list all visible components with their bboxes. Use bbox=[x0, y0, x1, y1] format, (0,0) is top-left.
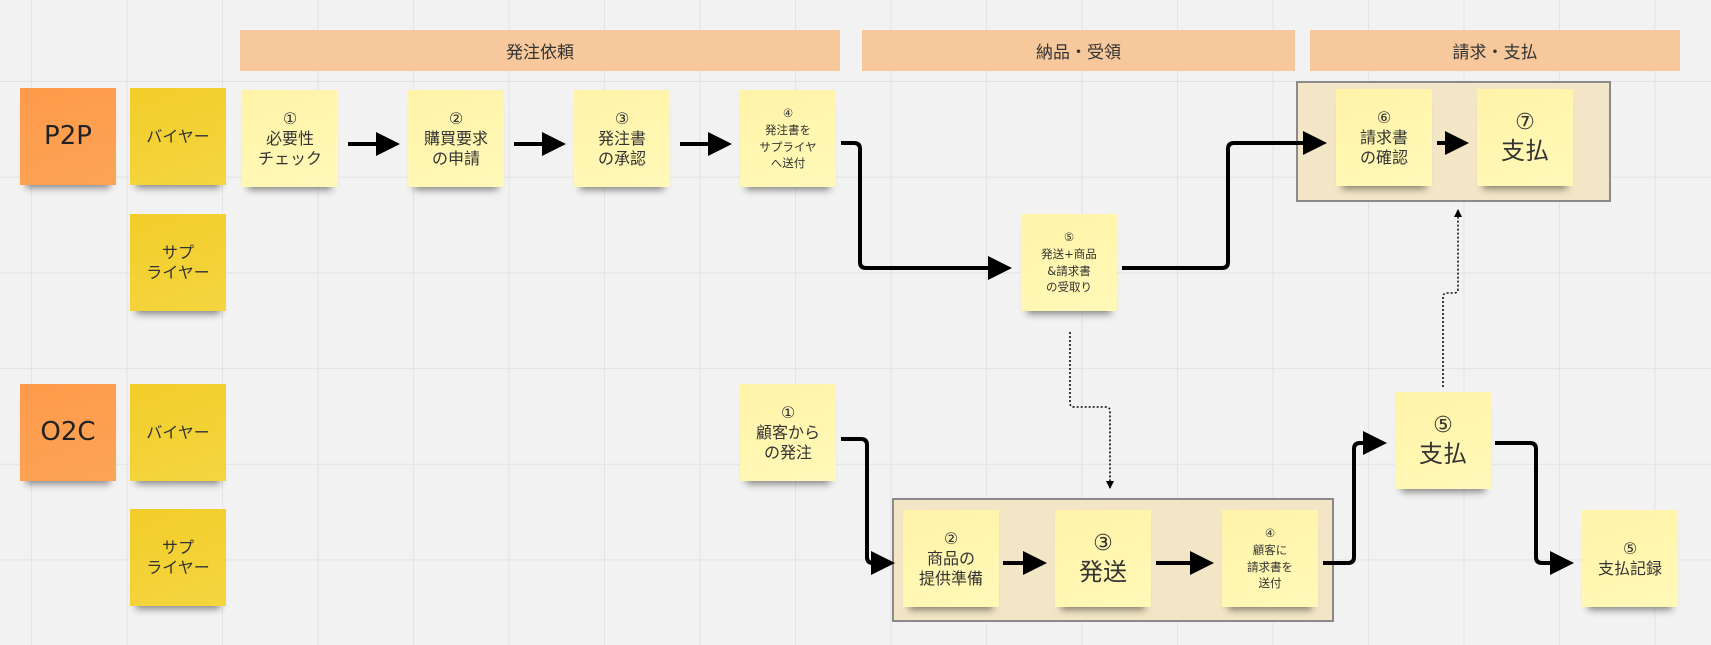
arrow-o2c-5-to-record bbox=[1495, 441, 1574, 575]
step-label: 顧客に 請求書を 送付 bbox=[1247, 542, 1293, 591]
step-label: 商品の 提供準備 bbox=[918, 548, 983, 588]
process-title: P2P bbox=[44, 121, 92, 152]
step-label: 発注書を サプライヤ へ送付 bbox=[759, 122, 817, 171]
o2c-step-2-prepare-goods[interactable]: ② 商品の 提供準備 bbox=[903, 510, 999, 607]
step-number: ③ bbox=[614, 108, 630, 128]
o2c-step-1-customer-order[interactable]: ① 顧客から の発注 bbox=[740, 384, 836, 481]
role-label: サプ ライヤー bbox=[146, 242, 210, 282]
phase-bar-billing-payment: 請求・支払 bbox=[1310, 30, 1680, 71]
process-note-p2p[interactable]: P2P bbox=[20, 88, 116, 185]
o2c-step-3-ship[interactable]: ③ 発送 bbox=[1055, 510, 1151, 607]
step-number: ③ bbox=[1093, 530, 1113, 556]
o2c-step-5-payment-record[interactable]: ⑤ 支払記録 bbox=[1582, 510, 1678, 607]
role-label: バイヤー bbox=[146, 126, 210, 146]
step-number: ② bbox=[943, 528, 959, 548]
p2p-step-3-po-approval[interactable]: ③ 発注書 の承認 bbox=[574, 90, 670, 187]
step-label: 必要性 チェック bbox=[257, 128, 322, 168]
arrow-o2c-1-to-2 bbox=[841, 437, 895, 575]
step-number: ⑤ bbox=[1622, 538, 1638, 558]
arrow-p2p-5-to-6 bbox=[1122, 131, 1327, 270]
step-number: ① bbox=[282, 108, 298, 128]
step-label: 発注書 の承認 bbox=[597, 128, 646, 168]
phase-bar-delivery-receipt: 納品・受領 bbox=[862, 30, 1295, 71]
step-label: 顧客から の発注 bbox=[755, 422, 820, 462]
step-number: ① bbox=[780, 402, 796, 422]
p2p-step-2-purchase-request[interactable]: ② 購買要求 の申請 bbox=[408, 90, 504, 187]
step-number: ⑤ bbox=[1433, 412, 1453, 438]
step-number: ④ bbox=[1264, 526, 1276, 541]
p2p-step-6-invoice-check[interactable]: ⑥ 請求書 の確認 bbox=[1336, 89, 1432, 186]
phase-bar-order-request: 発注依頼 bbox=[240, 30, 840, 71]
step-label: 発送+商品 &請求書 の受取り bbox=[1041, 246, 1097, 295]
step-number: ⑥ bbox=[1376, 107, 1392, 127]
phase-label: 発注依頼 bbox=[506, 43, 574, 63]
role-label: バイヤー bbox=[146, 422, 210, 442]
step-number: ② bbox=[448, 108, 464, 128]
phase-label: 納品・受領 bbox=[1036, 43, 1121, 63]
step-label: 発送 bbox=[1079, 558, 1127, 587]
o2c-step-5-payment[interactable]: ⑤ 支払 bbox=[1395, 392, 1491, 489]
p2p-step-7-payment[interactable]: ⑦ 支払 bbox=[1477, 89, 1573, 186]
role-note-o2c-supplier[interactable]: サプ ライヤー bbox=[130, 509, 226, 606]
step-label: 購買要求 の申請 bbox=[423, 128, 488, 168]
step-number: ⑦ bbox=[1515, 109, 1535, 135]
p2p-step-1-need-check[interactable]: ① 必要性 チェック bbox=[242, 90, 338, 187]
p2p-step-4-send-po[interactable]: ④ 発注書を サプライヤ へ送付 bbox=[740, 90, 836, 187]
step-label: 支払 bbox=[1501, 137, 1549, 166]
step-label: 支払記録 bbox=[1597, 558, 1662, 578]
role-label: サプ ライヤー bbox=[146, 537, 210, 577]
step-label: 支払 bbox=[1419, 440, 1467, 469]
arrow-p2p-4-to-5 bbox=[841, 141, 1012, 280]
phase-label: 請求・支払 bbox=[1452, 43, 1538, 63]
process-title: O2C bbox=[40, 417, 96, 448]
process-note-o2c[interactable]: O2C bbox=[20, 384, 116, 481]
p2p-step-5-receive-goods-invoice[interactable]: ⑤ 発送+商品 &請求書 の受取り bbox=[1021, 214, 1117, 311]
o2c-step-4-send-invoice[interactable]: ④ 顧客に 請求書を 送付 bbox=[1222, 510, 1318, 607]
dotted-link-p2p5-to-o2c3 bbox=[1069, 332, 1114, 489]
step-label: 請求書 の確認 bbox=[1359, 127, 1408, 167]
role-note-o2c-buyer[interactable]: バイヤー bbox=[130, 384, 226, 481]
step-number: ⑤ bbox=[1063, 230, 1075, 245]
dotted-link-o2c5-to-p2p-group bbox=[1442, 209, 1462, 387]
role-note-p2p-supplier[interactable]: サプ ライヤー bbox=[130, 214, 226, 311]
step-number: ④ bbox=[782, 106, 794, 121]
role-note-p2p-buyer[interactable]: バイヤー bbox=[130, 88, 226, 185]
